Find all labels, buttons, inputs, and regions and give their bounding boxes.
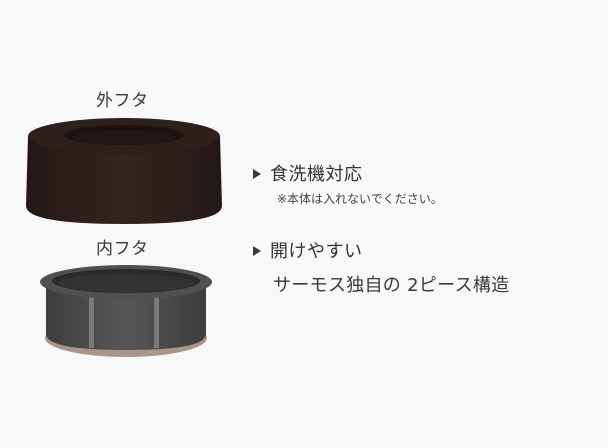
feature-heading: 食洗機対応 (270, 164, 363, 185)
triangle-bullet-icon (253, 245, 261, 256)
inner-lid-shape (40, 265, 212, 357)
triangle-bullet-icon (253, 168, 261, 179)
feature-note: ※本体は入れないでください。 (277, 192, 443, 206)
inner-lid-label: 内フタ (96, 239, 149, 259)
feature-dishwasher: 食洗機対応 ※本体は入れないでください。 (253, 160, 443, 207)
outer-lid-label: 外フタ (96, 91, 149, 111)
outer-lid-shape (26, 118, 222, 224)
feature-easy-open: 開けやすい サーモス独自の 2ピース構造 (253, 237, 509, 297)
feature-heading: 開けやすい (270, 241, 363, 262)
feature-subtext: サーモス独自の 2ピース構造 (273, 275, 510, 296)
